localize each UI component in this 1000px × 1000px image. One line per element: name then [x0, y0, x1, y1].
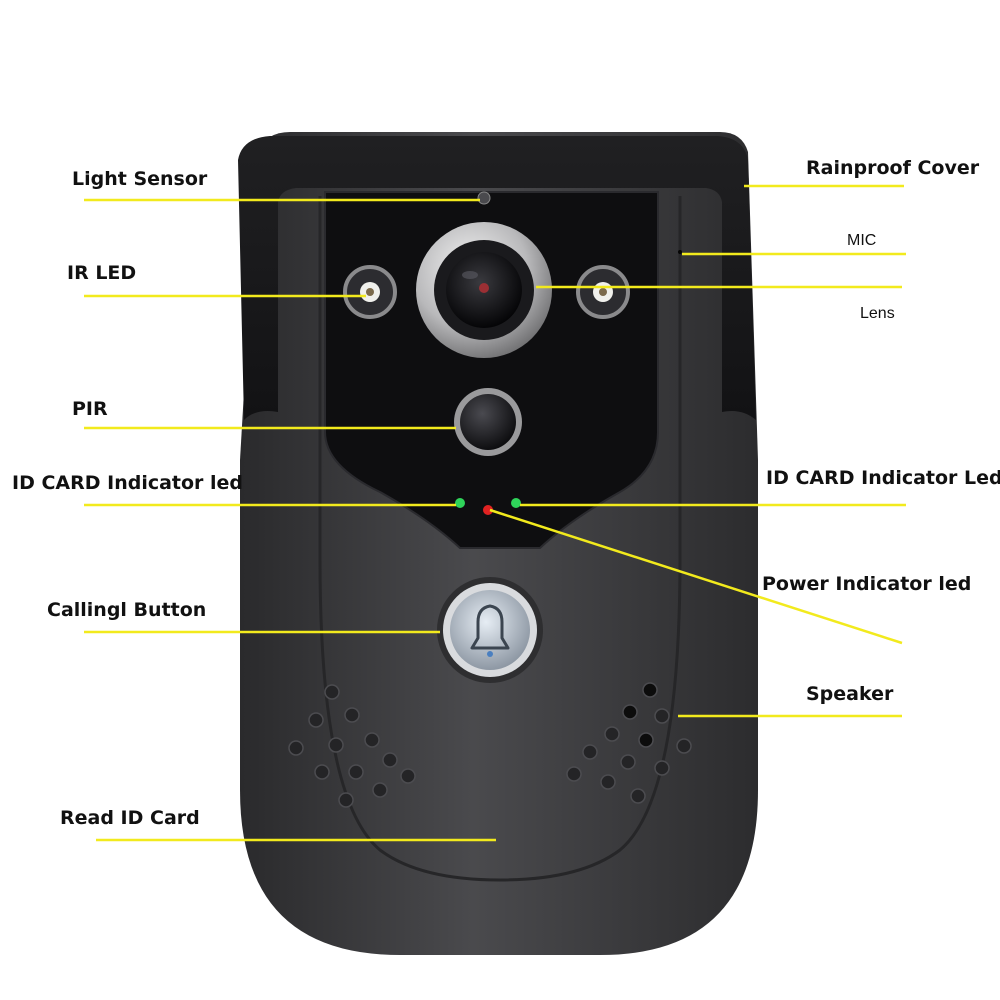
ir-led-right	[576, 265, 630, 319]
label-power-led: Power Indicator led	[762, 573, 972, 595]
label-id-card-led-left: ID CARD Indicator led	[12, 472, 244, 494]
power-led	[483, 505, 493, 515]
label-pir: PIR	[72, 398, 108, 420]
callout-lines	[84, 184, 906, 842]
speaker-grille-left	[288, 684, 416, 808]
label-rainproof-cover: Rainproof Cover	[806, 157, 980, 179]
camera-panel	[324, 191, 659, 549]
camera-lens	[416, 222, 552, 358]
label-mic: MIC	[847, 232, 877, 249]
callout-power-led	[489, 508, 903, 645]
label-speaker: Speaker	[806, 683, 894, 705]
label-id-card-led-right: ID CARD Indicator Led	[766, 467, 1000, 489]
label-ir-led: IR LED	[67, 262, 137, 284]
label-read-id-card: Read ID Card	[60, 807, 200, 829]
label-lens: Lens	[860, 305, 895, 322]
calling-button[interactable]	[437, 577, 543, 683]
ir-led-left	[343, 265, 397, 319]
label-calling-button: Callingl Button	[47, 599, 207, 621]
pir-sensor	[454, 388, 522, 456]
id-card-led-right	[511, 498, 521, 508]
label-light-sensor: Light Sensor	[72, 168, 208, 190]
light-sensor	[477, 191, 491, 205]
bell-icon	[470, 604, 510, 657]
rainproof-cover	[238, 136, 756, 420]
id-card-led-left	[455, 498, 465, 508]
mic-hole	[678, 250, 682, 254]
speaker-grille-right	[566, 682, 692, 804]
